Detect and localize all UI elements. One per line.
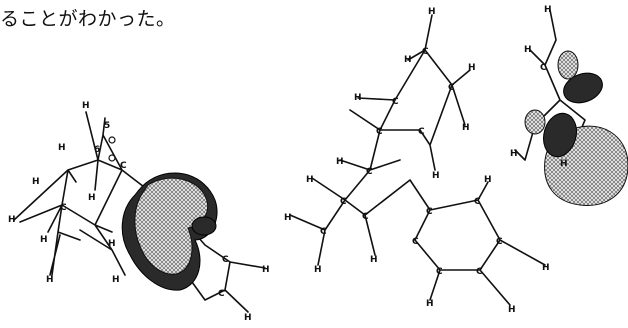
atom-label-c: C xyxy=(366,167,373,177)
atom-label-c: C xyxy=(362,212,369,222)
atom-label-h: H xyxy=(510,149,518,159)
atom-label-c: C xyxy=(218,289,225,299)
atom-label-c: C xyxy=(426,207,433,217)
atom-label-c: C xyxy=(474,197,481,207)
atom-label-h: H xyxy=(8,215,16,225)
atom-label-c: C xyxy=(422,47,429,57)
atom-label-c: C xyxy=(320,227,327,237)
atom-label-c5: 5 xyxy=(104,121,110,131)
middle-bonds xyxy=(289,14,546,306)
atom-label-h: H xyxy=(284,213,292,223)
atom-label-h: H xyxy=(432,171,440,181)
right-orbital-light-lobe-top xyxy=(557,50,579,80)
atom-label-h: H xyxy=(262,265,270,275)
atom-label-h: H xyxy=(462,123,470,133)
atom-label-c: C xyxy=(222,255,229,265)
atom-label-c: C xyxy=(392,97,399,107)
atom-label-h: H xyxy=(244,313,252,323)
atom-label-h: H xyxy=(508,305,516,315)
middle-molecule: H H C H C H H C C C H H C H C H C H H C … xyxy=(284,7,550,315)
atom-label-h: H xyxy=(32,177,40,187)
atom-label-h: H xyxy=(354,93,362,103)
atom-label-c: C xyxy=(60,203,67,213)
atom-label-c: C xyxy=(496,237,503,247)
right-orbital-dark-lobe-mid xyxy=(543,112,577,158)
left-orbital-light-lobe xyxy=(134,177,208,275)
atom-label-h: H xyxy=(468,63,476,73)
atom-label-h: H xyxy=(82,101,90,111)
atom-label-h: H xyxy=(306,175,314,185)
atom-label-h: H xyxy=(426,299,434,309)
atom-label-h: H xyxy=(428,7,436,17)
atom-label-h: H xyxy=(404,55,412,65)
right-orbital-light-lobe-left xyxy=(524,109,546,135)
atom-label-h: H xyxy=(112,275,120,285)
atom-label-h: H xyxy=(336,157,344,167)
atom-label-h: H xyxy=(560,159,568,169)
atom-label-c6: 6 xyxy=(94,145,100,155)
atom-label-h: H xyxy=(58,143,66,153)
atom-label-h: H xyxy=(484,175,492,185)
atom-label-c: C xyxy=(476,267,483,277)
atom-label-c: C xyxy=(376,127,383,137)
japanese-caption-text: ることがわかった。 xyxy=(0,8,176,30)
atom-label-c: C xyxy=(340,197,347,207)
atom-label-h: H xyxy=(542,263,550,273)
atom-label-h: H xyxy=(370,255,378,265)
left-molecule: H 5 6 H C H H C H H H H H H C H C xyxy=(8,101,270,323)
left-orbital-small-lobe xyxy=(191,216,217,236)
atom-label-h: H xyxy=(544,5,552,15)
atom-label-c: C xyxy=(412,237,419,247)
atom-label-c: C xyxy=(120,161,127,171)
atom-label-h: H xyxy=(46,275,54,285)
atom-label-h: H xyxy=(108,239,116,249)
atom-label-c: C xyxy=(540,63,547,73)
atom-label-h: H xyxy=(88,193,96,203)
atom-label-h: H xyxy=(40,235,48,245)
right-orbital-dark-lobe-top xyxy=(563,72,603,104)
atom-label-h: H xyxy=(314,265,322,275)
right-fragment: H H C H H xyxy=(510,5,628,206)
atom-label-c: C xyxy=(436,267,443,277)
atom-label-h: H xyxy=(524,45,532,55)
atom-label-c: C xyxy=(448,83,455,93)
atom-label-c: C xyxy=(418,127,425,137)
